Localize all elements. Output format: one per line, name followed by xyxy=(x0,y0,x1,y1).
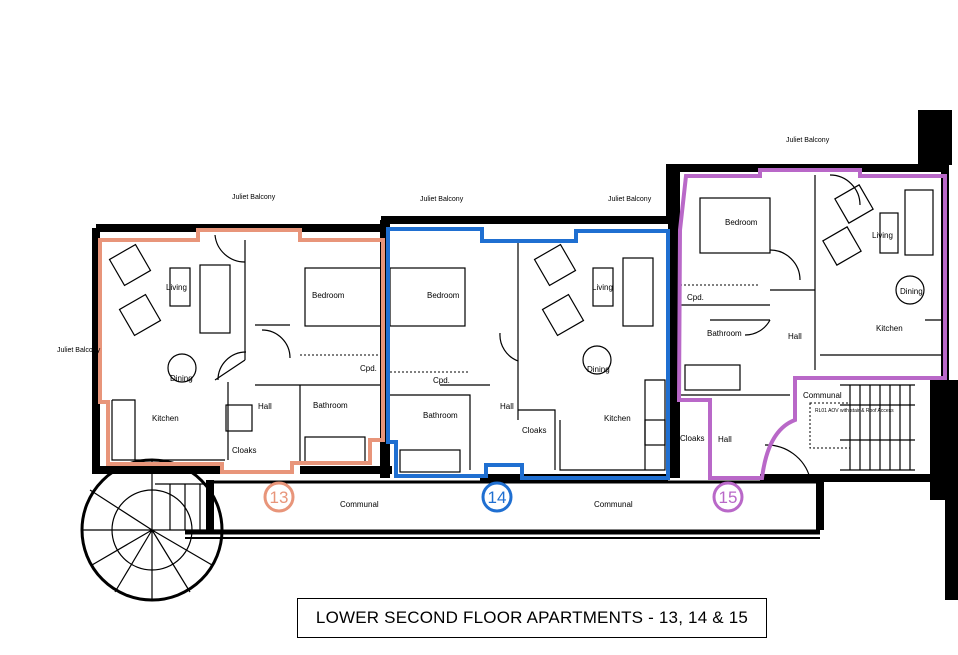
room-label: Cloaks xyxy=(522,426,546,435)
apartment-15-badge: 15 xyxy=(712,481,744,513)
communal-label: Communal xyxy=(803,391,842,400)
apartment-number: 14 xyxy=(488,488,507,507)
room-label: Living xyxy=(872,231,893,240)
room-label: Cloaks xyxy=(232,446,256,455)
room-label: Hall xyxy=(788,332,802,341)
room-label: Hall xyxy=(500,402,514,411)
room-label: Cpd. xyxy=(687,293,704,302)
room-label: Cpd. xyxy=(360,364,377,373)
apartment-15-outline xyxy=(676,168,947,480)
room-label: Kitchen xyxy=(152,414,179,423)
balcony-label: Juliet Balcony xyxy=(786,137,830,144)
stair-note: RL01 AOV with stair & Roof Access xyxy=(815,408,894,414)
balcony-label: Juliet Balcony xyxy=(608,196,652,203)
room-label: Dining xyxy=(170,374,193,383)
apartment-13-badge: 13 xyxy=(263,481,295,513)
room-label: Dining xyxy=(900,287,923,296)
room-label: Hall xyxy=(718,435,732,444)
communal-label: Communal xyxy=(340,500,379,509)
apartment-14-badge: 14 xyxy=(481,481,513,513)
balcony-label: Juliet Balcony xyxy=(420,196,464,203)
interior-walls xyxy=(108,174,946,479)
apartment-14-outline xyxy=(386,227,670,480)
balcony-label: Juliet Balcony xyxy=(57,347,101,354)
spiral-staircase xyxy=(80,458,224,602)
room-label: Bedroom xyxy=(427,291,460,300)
room-label: Bedroom xyxy=(312,291,345,300)
room-label: Cpd. xyxy=(433,376,450,385)
room-label: Bathroom xyxy=(423,411,458,420)
room-label: Living xyxy=(592,283,613,292)
room-label: Living xyxy=(166,283,187,292)
room-label: Bathroom xyxy=(707,329,742,338)
room-label: Dining xyxy=(587,365,610,374)
apartment-number: 13 xyxy=(270,488,289,507)
room-label: Cloaks xyxy=(680,434,704,443)
room-label: Kitchen xyxy=(604,414,631,423)
plan-title: LOWER SECOND FLOOR APARTMENTS - 13, 14 &… xyxy=(297,598,767,638)
apartment-13-outline xyxy=(98,228,385,474)
balcony-label: Juliet Balcony xyxy=(232,194,276,201)
room-label: Kitchen xyxy=(876,324,903,333)
room-label: Hall xyxy=(258,402,272,411)
room-label: Bathroom xyxy=(313,401,348,410)
room-labels: Juliet Balcony Juliet Balcony Juliet Bal… xyxy=(57,137,923,509)
communal-label: Communal xyxy=(594,500,633,509)
main-staircase: RL01 AOV with stair & Roof Access xyxy=(809,384,915,471)
apartment-number: 15 xyxy=(719,488,738,507)
room-label: Bedroom xyxy=(725,218,758,227)
